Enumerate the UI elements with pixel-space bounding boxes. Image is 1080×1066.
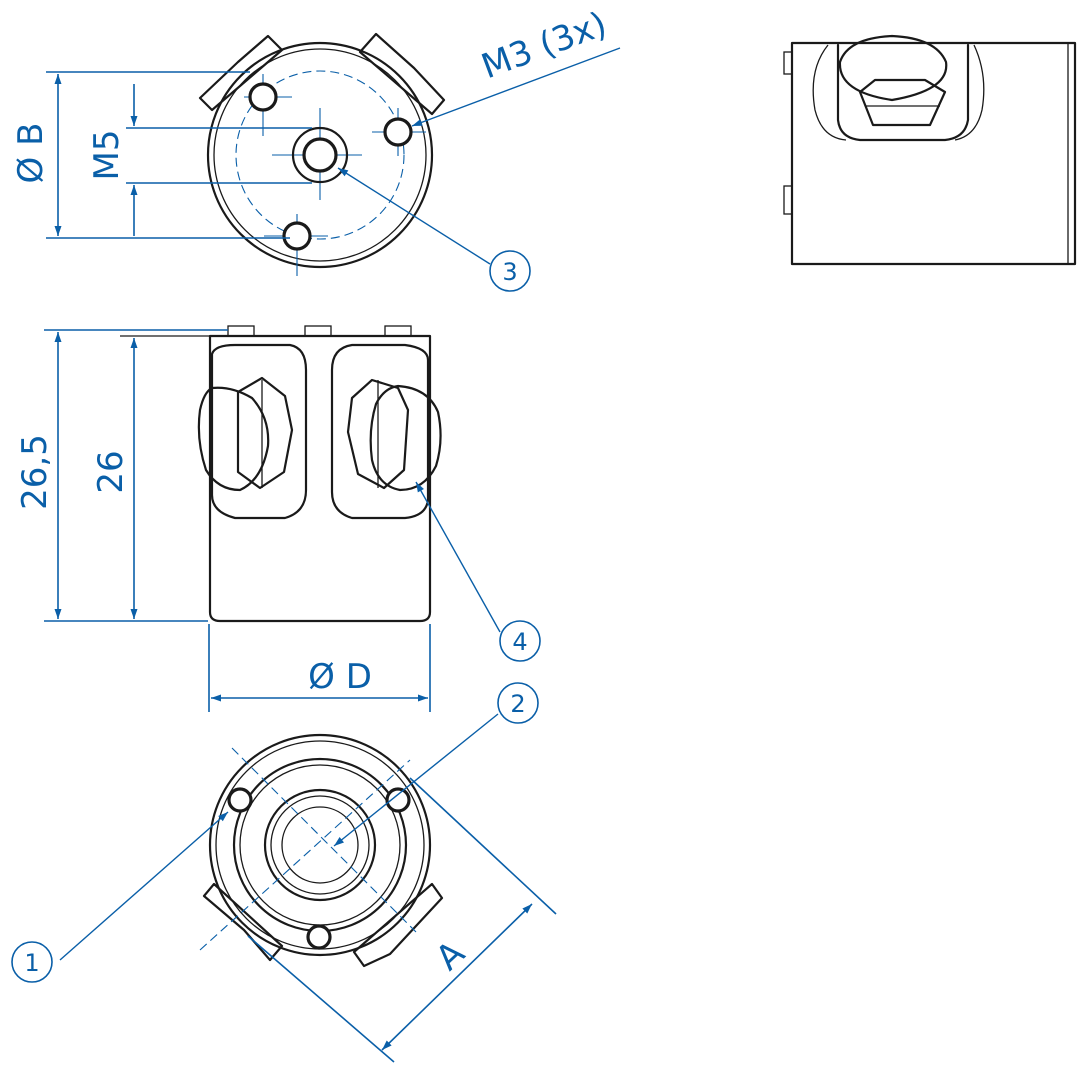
m3-label: M3 (3x)	[476, 4, 612, 87]
height-26-5-label: 26,5	[15, 434, 55, 510]
diameter-b-label: Ø B	[11, 123, 51, 184]
bottom-view	[199, 733, 444, 968]
callout-1-label: 1	[24, 949, 39, 977]
front-view	[120, 325, 442, 623]
callout-2-label: 2	[510, 690, 525, 718]
callout-2: 2	[333, 682, 539, 847]
side-view-right	[783, 34, 1077, 266]
distance-a-label: A	[428, 933, 472, 978]
height-26-label: 26	[91, 450, 131, 493]
callout-4: 4	[415, 481, 541, 662]
callout-3: 3	[337, 167, 531, 292]
m5-dimension: M5	[87, 84, 312, 236]
height-26-dimension: 26	[91, 338, 138, 619]
top-view	[198, 32, 446, 276]
callout-4-label: 4	[512, 628, 527, 656]
m5-label: M5	[87, 130, 127, 181]
callout-3-label: 3	[502, 258, 517, 286]
diameter-d-label: Ø D	[308, 657, 372, 697]
height-26-5-dimension: 26,5	[15, 329, 228, 622]
diameter-b-dimension: Ø B	[11, 71, 290, 239]
diameter-d-dimension: Ø D	[208, 624, 431, 712]
callout-1: 1	[11, 811, 229, 983]
m3-leader: M3 (3x)	[411, 4, 621, 127]
